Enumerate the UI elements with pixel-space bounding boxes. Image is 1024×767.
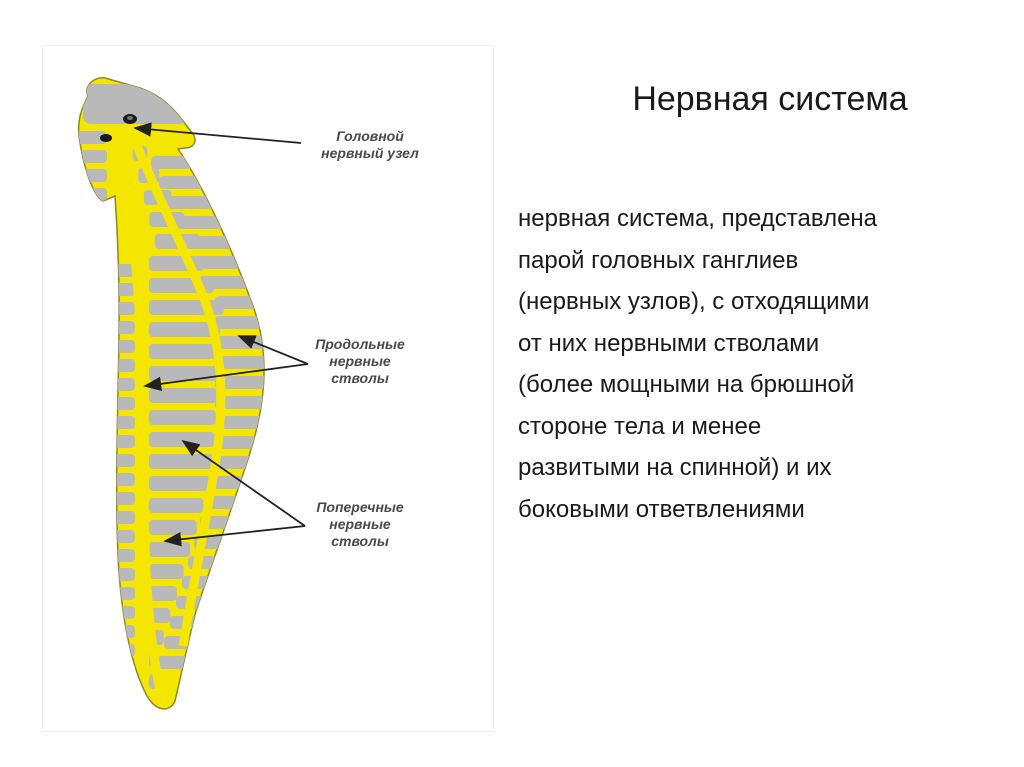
longitudinal-trunk-left [110, 134, 166, 697]
flatworm-diagram [77, 77, 309, 710]
description-line: нервная система, представлена [518, 205, 878, 232]
arrow-transverse-lower [163, 525, 306, 547]
description-line: боковыми ответвлениями [518, 495, 805, 523]
description-line: стороне тела и менее [518, 412, 762, 440]
label-head-ganglion: Головной нервный узел [321, 128, 419, 161]
description-line: (более мощными на брюшной [518, 371, 855, 398]
description-line: парой головных ганглиев [518, 246, 799, 274]
arrow-longitudinal-left [143, 363, 309, 391]
description-line: от них нервными стволами [518, 329, 820, 357]
slide-description: нервная система, представлена парой голо… [518, 198, 988, 530]
eye-spot-left [100, 134, 112, 142]
longitudinal-trunk-right [128, 134, 226, 647]
arrow-transverse-upper [181, 439, 306, 527]
arrow-longitudinal-right [237, 335, 309, 365]
label-transverse-trunks: Поперечные нервные стволы [316, 499, 404, 549]
flatworm-figure: Головной нервный узел Продольные нервные… [42, 45, 494, 732]
arrow-head-ganglion [133, 122, 302, 144]
label-longitudinal-trunks: Продольные нервные стволы [315, 336, 405, 386]
description-line: (нервных узлов), с отходящими [518, 288, 870, 315]
slide-title: Нервная система [632, 80, 908, 118]
description-line: развитыми на спинной) и их [518, 454, 832, 481]
tissue-cells [78, 84, 265, 709]
